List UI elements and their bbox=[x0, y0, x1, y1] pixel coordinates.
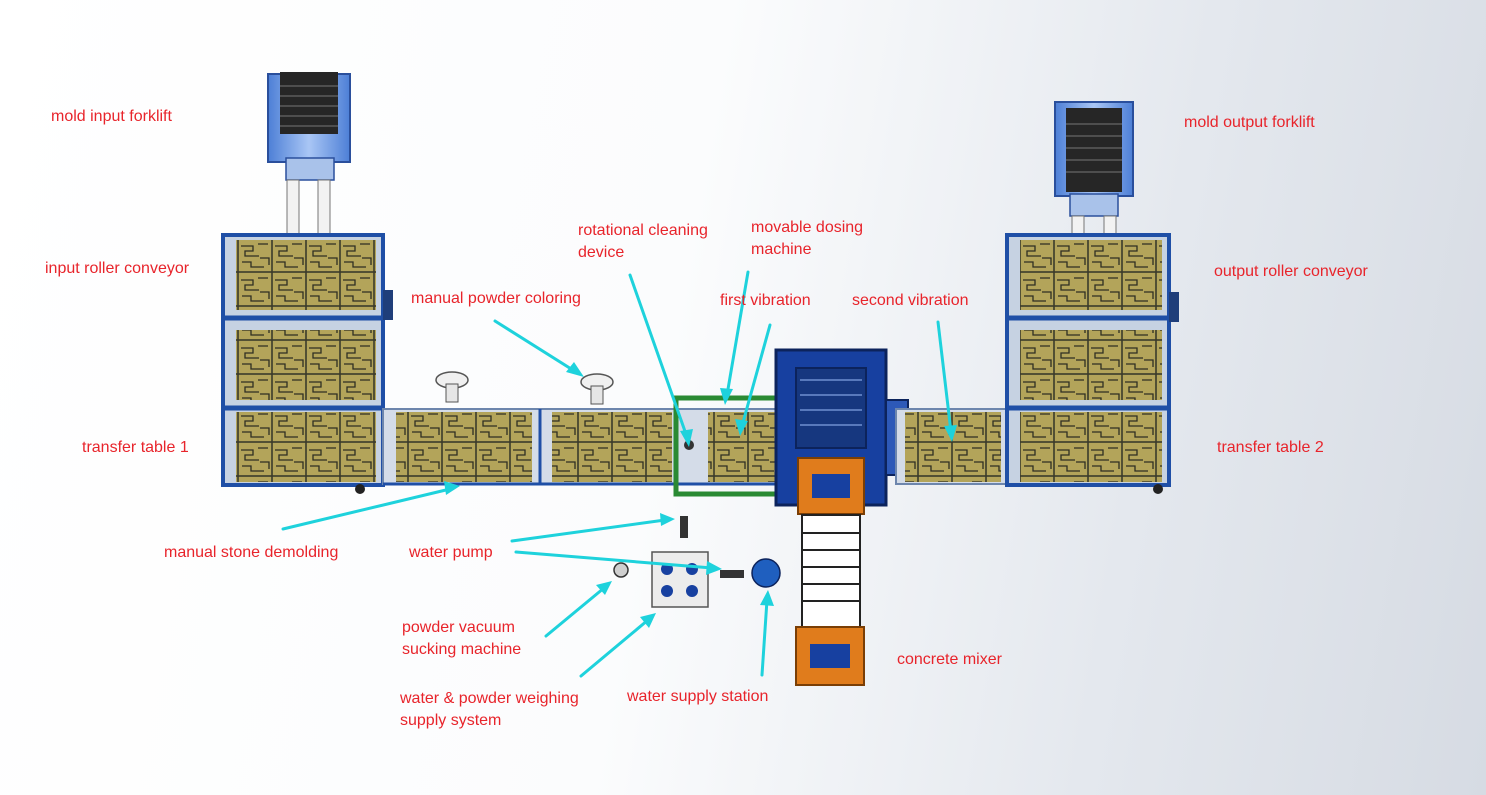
arrow-second-vibration bbox=[936, 320, 953, 434]
arrow-weighing-system bbox=[579, 618, 650, 678]
label-second-vibration: second vibration bbox=[852, 292, 969, 309]
label-rotational-cleaning-line1: rotational cleaning bbox=[578, 222, 708, 239]
label-water-supply-station: water supply station bbox=[627, 688, 769, 705]
upper-hopper bbox=[797, 457, 865, 515]
label-weighing-line2: supply system bbox=[400, 712, 502, 729]
central-press-machine bbox=[774, 348, 909, 507]
arrow-head-movable-dosing bbox=[720, 388, 733, 405]
label-input-roller-conveyor: input roller conveyor bbox=[45, 260, 190, 277]
water-supply-tank bbox=[751, 558, 781, 588]
mold-input-forklift bbox=[267, 72, 351, 241]
powder-vacuum-unit bbox=[613, 562, 629, 578]
label-output-roller-conveyor: output roller conveyor bbox=[1214, 263, 1368, 280]
arrow-water-pump-1 bbox=[510, 518, 667, 543]
arrow-movable-dosing bbox=[725, 270, 750, 397]
label-powder-vacuum-line1: powder vacuum bbox=[402, 619, 515, 636]
arrow-head-water-supply-station bbox=[760, 590, 774, 606]
arrow-head-first-vibration bbox=[735, 419, 748, 436]
label-movable-dosing-line1: movable dosing bbox=[751, 219, 864, 236]
arrow-head-powder-coloring bbox=[566, 362, 584, 377]
powder-coloring-station-2 bbox=[580, 373, 614, 405]
label-manual-powder-coloring: manual powder coloring bbox=[411, 290, 581, 307]
arrow-water-pump-2 bbox=[514, 550, 714, 570]
label-weighing-line1: water & powder weighing bbox=[400, 690, 579, 707]
arrow-head-rotational-cleaning bbox=[680, 429, 693, 447]
label-first-vibration: first vibration bbox=[720, 292, 811, 309]
arrow-head-weighing-system bbox=[640, 613, 656, 628]
pointer-arrows bbox=[281, 270, 957, 678]
arrow-head-water-pump-2 bbox=[706, 561, 722, 575]
label-mold-output-forklift: mold output forklift bbox=[1184, 114, 1315, 131]
concrete-mixer bbox=[795, 626, 865, 686]
label-mold-input-forklift: mold input forklift bbox=[51, 108, 172, 125]
arrow-water-supply-station bbox=[760, 598, 769, 677]
arrow-head-manual-stone-demolding bbox=[444, 481, 460, 495]
main-conveyor-line bbox=[382, 408, 779, 486]
arrow-head-powder-vacuum bbox=[596, 581, 612, 595]
weighing-supply-box bbox=[651, 551, 709, 608]
arrow-head-water-pump-1 bbox=[660, 513, 675, 526]
label-transfer-table-2: transfer table 2 bbox=[1217, 439, 1324, 456]
label-concrete-mixer: concrete mixer bbox=[897, 651, 1002, 668]
label-manual-stone-demolding: manual stone demolding bbox=[164, 544, 339, 561]
label-rotational-cleaning-line2: device bbox=[578, 244, 625, 261]
mold-output-forklift bbox=[1054, 101, 1134, 241]
powder-coloring-station-1 bbox=[435, 371, 469, 403]
arrow-manual-stone-demolding bbox=[281, 487, 452, 531]
arrow-powder-vacuum bbox=[544, 586, 606, 638]
water-pump-units bbox=[680, 516, 744, 578]
belt-conveyor bbox=[801, 514, 861, 628]
label-powder-vacuum-line2: sucking machine bbox=[402, 641, 522, 658]
arrow-manual-powder-coloring bbox=[493, 319, 578, 374]
label-movable-dosing-line2: machine bbox=[751, 241, 812, 258]
label-transfer-table-1: transfer table 1 bbox=[82, 439, 189, 456]
arrow-rotational-cleaning bbox=[628, 273, 689, 439]
transfer-table-1 bbox=[223, 405, 383, 494]
arrow-head-second-vibration bbox=[944, 425, 957, 442]
label-water-pump: water pump bbox=[409, 544, 493, 561]
arrow-first-vibration bbox=[740, 323, 772, 428]
transfer-table-2 bbox=[1007, 405, 1169, 494]
